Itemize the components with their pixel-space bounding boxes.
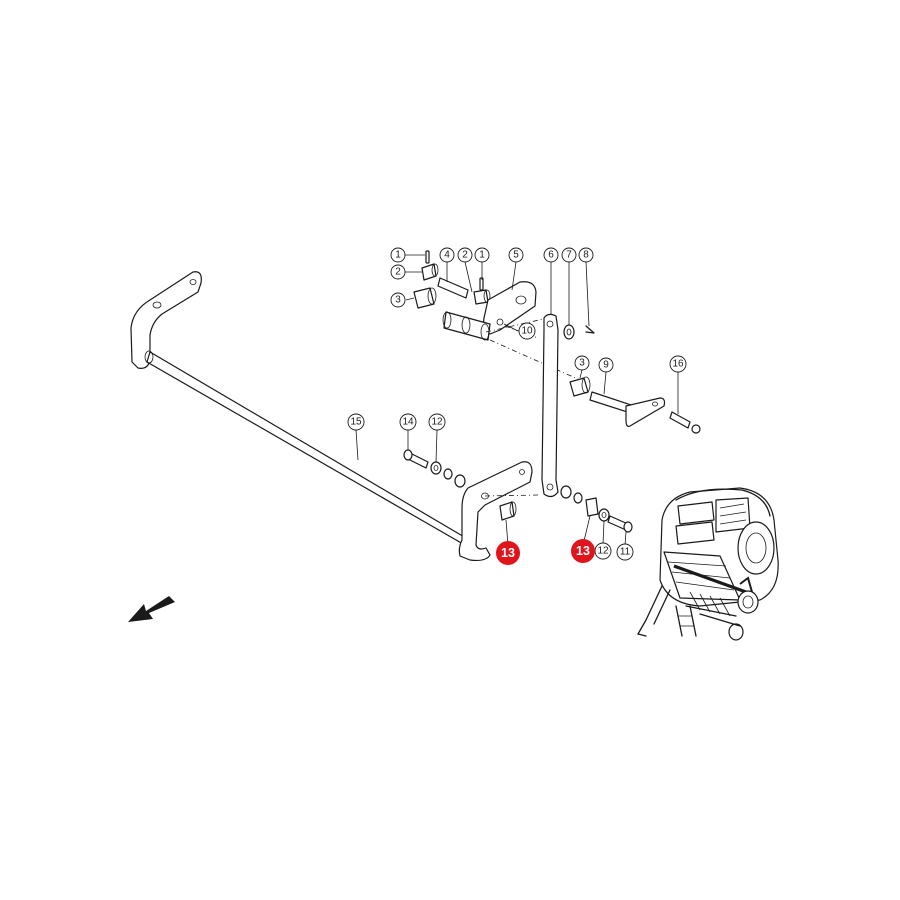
vertical-link-part-6	[541, 313, 595, 498]
svg-text:15: 15	[350, 417, 362, 428]
highlighted-callout-13[interactable]: 13	[571, 539, 595, 563]
callout-1: 1	[390, 247, 406, 263]
svg-text:16: 16	[672, 359, 684, 370]
callout-5: 5	[508, 247, 524, 263]
svg-text:9: 9	[603, 360, 609, 371]
pin-bracket-part-9	[569, 376, 701, 434]
link-assembly	[413, 250, 581, 381]
callout-9: 9	[598, 357, 614, 373]
highlighted-callout-13[interactable]: 13	[496, 541, 520, 565]
callout-2: 2	[457, 247, 473, 263]
svg-text:12: 12	[431, 417, 443, 428]
svg-text:1: 1	[479, 250, 485, 261]
svg-text:7: 7	[566, 250, 572, 261]
callout-4: 4	[439, 247, 455, 263]
callout-12: 12	[428, 413, 446, 431]
svg-text:4: 4	[444, 250, 450, 261]
callout-1: 1	[474, 247, 490, 263]
svg-text:11: 11	[620, 547, 631, 558]
svg-text:13: 13	[501, 546, 515, 560]
svg-text:8: 8	[583, 250, 589, 261]
callout-7: 7	[561, 247, 577, 263]
svg-text:6: 6	[548, 250, 554, 261]
callout-15: 15	[347, 413, 365, 431]
callout-3: 3	[390, 292, 406, 308]
bolt-set-right	[560, 485, 633, 533]
callout-12: 12	[594, 542, 612, 560]
callout-8: 8	[578, 247, 594, 263]
callout-6: 6	[543, 247, 559, 263]
callout-14: 14	[399, 413, 417, 431]
callout-10: 10	[518, 322, 536, 340]
svg-text:3: 3	[395, 295, 401, 306]
baler-machine-thumbnail	[637, 487, 779, 641]
svg-text:3: 3	[579, 358, 585, 369]
callout-16: 16	[669, 355, 687, 373]
svg-text:14: 14	[402, 417, 414, 428]
svg-text:2: 2	[395, 267, 401, 278]
svg-text:12: 12	[597, 546, 609, 557]
callout-2: 2	[390, 264, 406, 280]
svg-text:5: 5	[513, 250, 519, 261]
svg-text:1: 1	[395, 250, 401, 261]
bolt-set-left	[403, 449, 517, 521]
svg-text:13: 13	[576, 544, 590, 558]
svg-text:10: 10	[521, 326, 533, 337]
callout-11: 11	[616, 543, 634, 561]
svg-text:2: 2	[462, 250, 468, 261]
axle-part-15	[130, 271, 541, 562]
callout-3: 3	[574, 355, 590, 371]
forward-direction-arrow-icon	[128, 596, 175, 622]
